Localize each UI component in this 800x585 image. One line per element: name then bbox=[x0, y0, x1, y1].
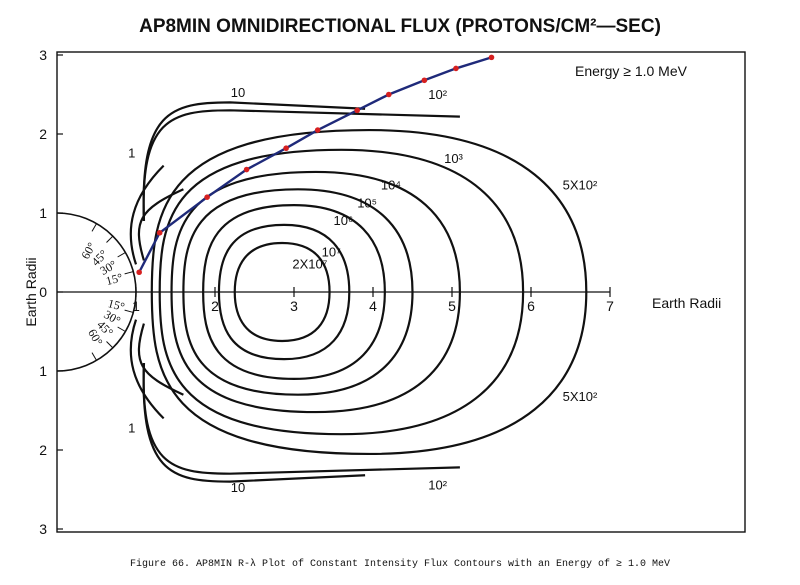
track-point bbox=[314, 127, 321, 133]
flux-contour bbox=[217, 223, 351, 361]
flux-contour bbox=[158, 148, 525, 436]
contour-label: 10³ bbox=[444, 151, 463, 166]
track-point bbox=[136, 269, 142, 276]
contour-label: 10⁵ bbox=[357, 195, 377, 210]
contour-label: 10² bbox=[428, 478, 447, 493]
latitude-label: 15° bbox=[104, 270, 124, 288]
y-axis-title: Earth Radii bbox=[23, 257, 39, 326]
track-point bbox=[156, 229, 163, 236]
flux-contour-1b bbox=[137, 323, 184, 396]
latitude-tick bbox=[117, 252, 126, 258]
contour-label: 1 bbox=[128, 146, 135, 161]
x-axis-title: Earth Radii bbox=[652, 295, 721, 311]
x-tick-label: 6 bbox=[527, 298, 535, 314]
contour-label: 10² bbox=[428, 87, 447, 102]
latitude-tick bbox=[106, 341, 114, 349]
flux-contour bbox=[202, 203, 386, 381]
y-tick-label: 2 bbox=[39, 126, 47, 142]
flux-contour bbox=[150, 128, 588, 456]
track-point bbox=[453, 65, 459, 72]
figure-caption: Figure 66. AP8MIN R-λ Plot of Constant I… bbox=[130, 558, 670, 570]
y-tick-label: 1 bbox=[39, 363, 47, 379]
latitude-tick bbox=[117, 326, 126, 332]
x-tick-label: 4 bbox=[369, 298, 377, 314]
latitude-tick bbox=[124, 309, 134, 313]
chart-title: AP8MIN OMNIDIRECTIONAL FLUX (PROTONS/CM²… bbox=[139, 16, 661, 37]
contour-label: 2X10⁷ bbox=[292, 256, 327, 271]
contour-label: 10⁷ bbox=[322, 244, 341, 259]
flux-contour bbox=[182, 188, 414, 396]
energy-label: Energy ≥ 1.0 MeV bbox=[575, 63, 688, 79]
track-point bbox=[354, 107, 361, 114]
latitude-tick bbox=[106, 235, 114, 243]
contour-label: 5X10² bbox=[563, 177, 598, 192]
track-point bbox=[386, 91, 392, 98]
y-tick-label: 3 bbox=[39, 47, 47, 63]
track-point bbox=[283, 145, 289, 152]
latitude-tick bbox=[91, 223, 97, 232]
y-tick-label: 2 bbox=[39, 442, 47, 458]
latitude-tick bbox=[124, 271, 134, 275]
flux-contour-1 bbox=[129, 164, 165, 265]
track-point bbox=[488, 54, 495, 61]
latitude-tick bbox=[91, 352, 97, 361]
flux-contour-1b bbox=[137, 188, 184, 261]
y-tick-label: 1 bbox=[39, 205, 47, 221]
contour-label: 10 bbox=[231, 85, 245, 100]
x-tick-label: 7 bbox=[606, 298, 614, 314]
x-tick-label: 5 bbox=[448, 298, 456, 314]
x-tick-label: 1 bbox=[132, 298, 140, 314]
y-tick-label: 0 bbox=[39, 284, 47, 300]
contour-label: 1 bbox=[128, 421, 135, 436]
flux-contour-1 bbox=[129, 319, 165, 420]
overlay-track-points bbox=[136, 54, 495, 276]
y-tick-label: 3 bbox=[39, 521, 47, 537]
flux-contours bbox=[129, 101, 588, 483]
contour-label: 10⁴ bbox=[381, 177, 401, 192]
flux-contour-open bbox=[142, 101, 366, 221]
flux-contour bbox=[233, 241, 331, 343]
x-tick-label: 3 bbox=[290, 298, 298, 314]
track-point bbox=[204, 194, 210, 200]
contour-label: 10⁶ bbox=[334, 213, 354, 228]
contour-label: 5X10² bbox=[563, 389, 598, 404]
flux-contour bbox=[170, 170, 462, 414]
earth-disk bbox=[56, 212, 137, 372]
track-point bbox=[243, 166, 250, 173]
contour-label: 10 bbox=[231, 480, 245, 495]
x-tick-label: 2 bbox=[211, 298, 219, 314]
flux-contour-open bbox=[142, 363, 366, 483]
latitude-label: 15° bbox=[106, 296, 126, 314]
track-point bbox=[421, 77, 428, 84]
